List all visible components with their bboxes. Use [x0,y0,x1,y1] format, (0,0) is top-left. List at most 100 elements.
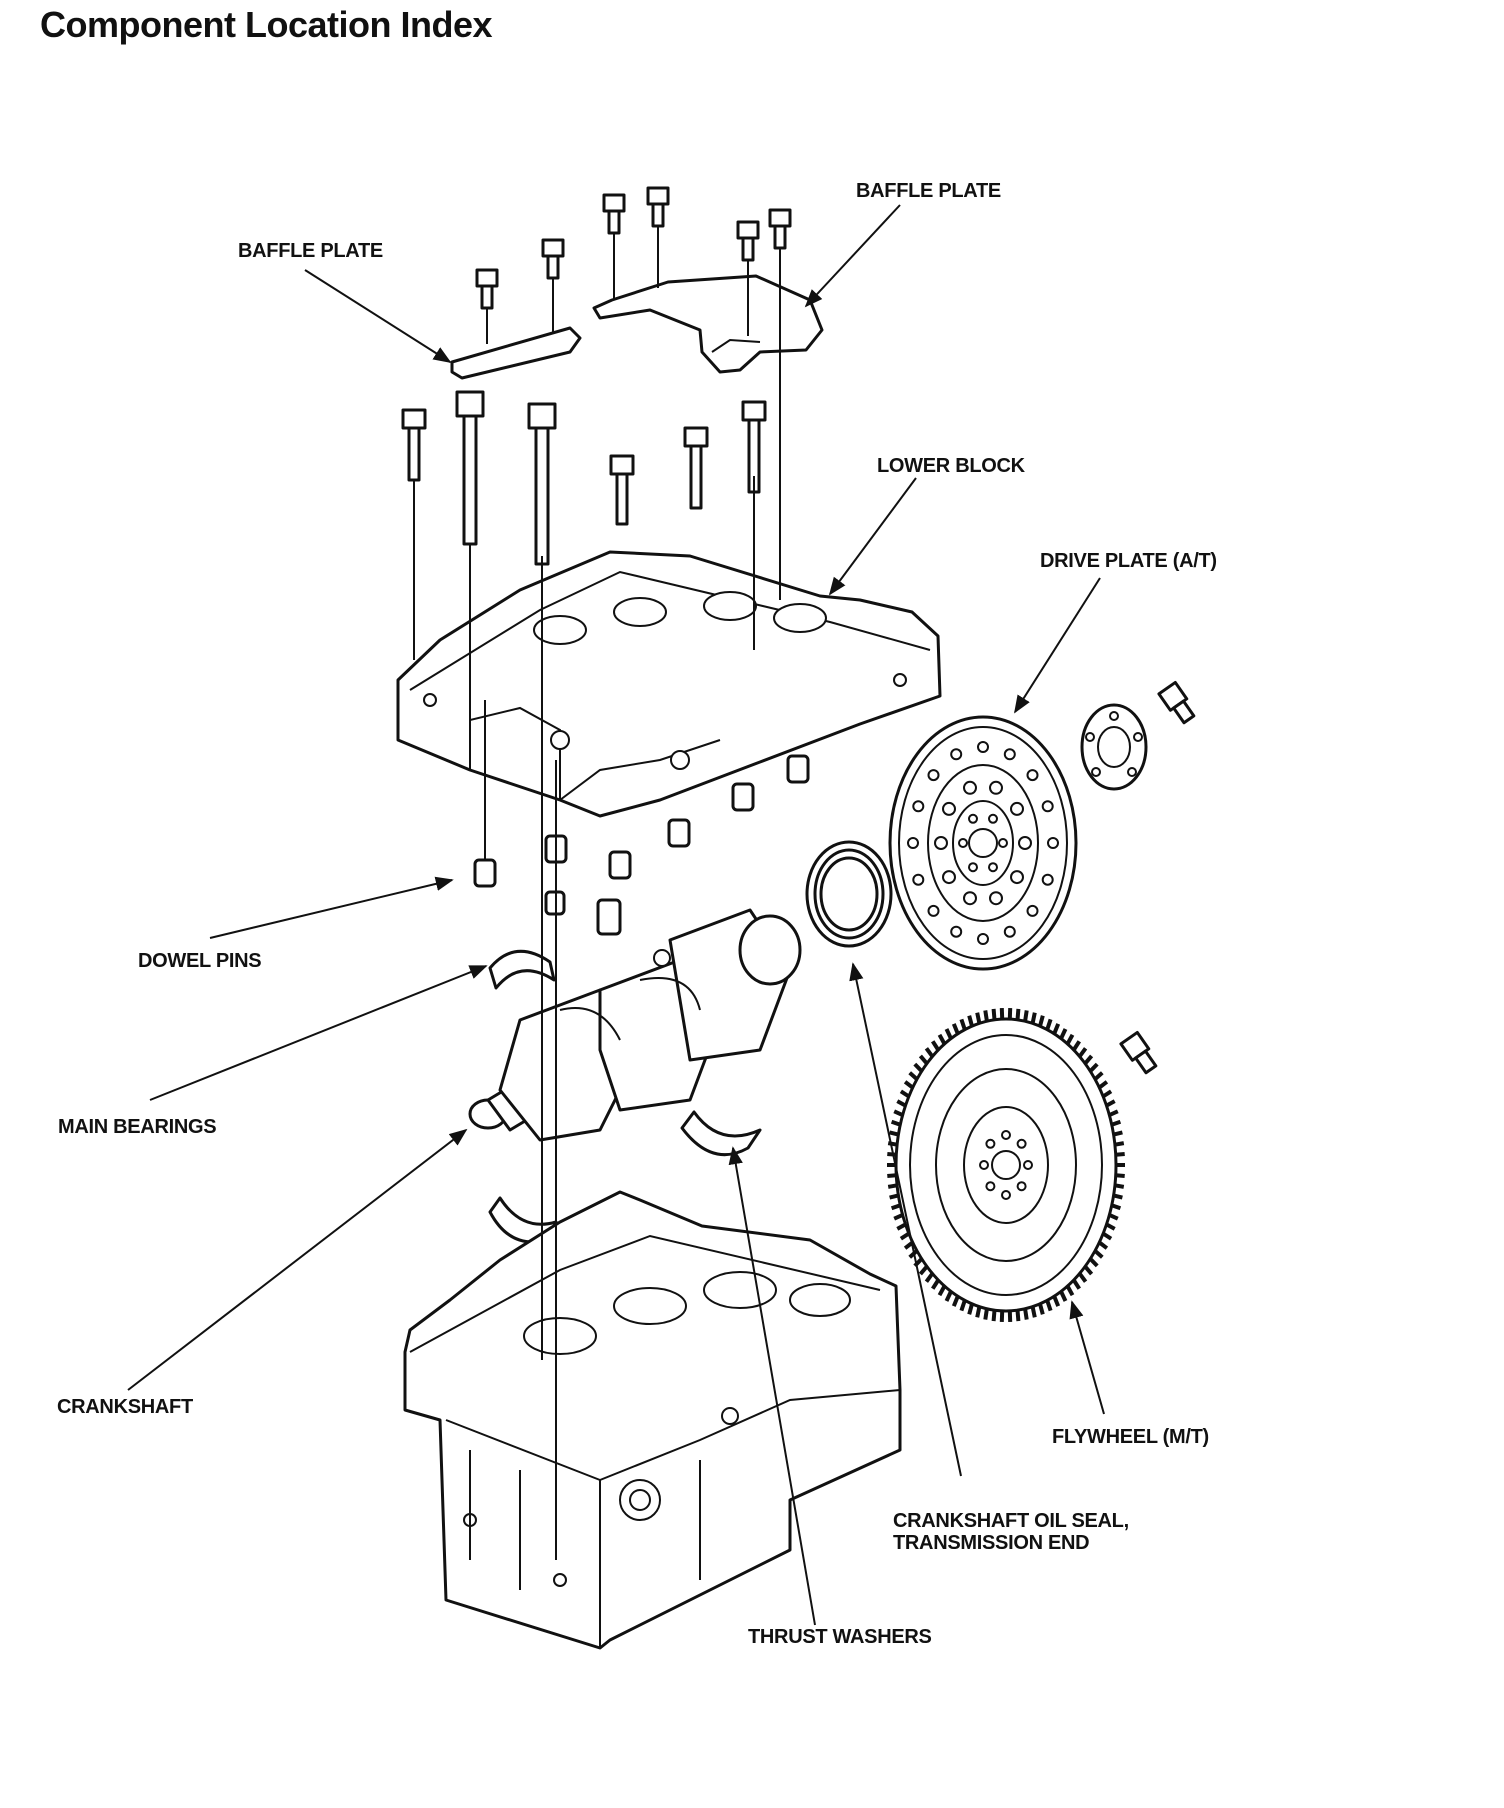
drive-plate-hole [1026,904,1039,917]
drive-plate-hole [1003,925,1016,938]
drive-plate-hole [963,780,977,795]
label-flywheel: FLYWHEEL (M/T) [1052,1426,1209,1448]
flywheel-ring-gear-tooth [1065,1033,1075,1045]
flywheel-ring-gear-tooth [1113,1193,1123,1200]
flywheel-ring-gear-tooth [937,1033,947,1045]
flywheel-ring-gear-tooth [1098,1080,1109,1090]
cylinder-block [403,1190,902,1650]
flywheel [887,1008,1125,1322]
drive-plate-hole [927,904,940,917]
flywheel-bolt-hole [1001,1130,1011,1140]
flywheel-ring-gear-tooth [1108,1213,1119,1221]
flywheel-ring-gear-tooth [1072,1040,1081,1052]
flywheel-ring-gear-tooth [893,1109,904,1117]
drive-plate-hole [927,769,940,782]
flywheel-ring-gear-tooth [1077,1272,1088,1283]
flywheel-ring-gear-tooth [1045,1299,1053,1312]
flywheel-ring-gear-tooth [1105,1222,1116,1231]
drive-plate-hole [1018,836,1032,850]
crankshaft-oil-seal [805,840,893,948]
main-bearing-upper [488,949,556,990]
flywheel-ring-gear-tooth [887,1152,897,1157]
label-thrust-washers: THRUST WASHERS [748,1626,932,1648]
flywheel-bolt-hole [1016,1138,1027,1149]
flywheel-ring-gear-tooth [967,1303,974,1315]
page-title: Component Location Index [40,4,493,45]
label-lower-block: LOWER BLOCK [877,455,1025,477]
drive-plate-hole [1026,769,1039,782]
flywheel-ring-gear-tooth [937,1285,947,1297]
flywheel-ring-gear-tooth [967,1015,974,1027]
flywheel-ring-gear-tooth [918,1265,929,1276]
drive-plate-bolt-hole [958,838,968,848]
label-drive-plate: DRIVE PLATE (A/T) [1040,550,1217,572]
flywheel-ring-gear-tooth [991,1008,997,1020]
flywheel-ring-gear-tooth [1105,1099,1116,1108]
drive-plate-hole [1010,801,1024,816]
flywheel-ring-gear-tooth [1093,1071,1104,1081]
flywheel-ring-gear-tooth [1115,1173,1125,1178]
drive-plate-bolt-hole [998,838,1008,848]
flywheel-ring-gear-tooth [896,1099,907,1108]
drive-plate [888,715,1078,971]
drive-plate-hole [942,870,956,885]
crankshaft [468,908,802,1142]
flywheel-ring-gear-tooth [1093,1249,1104,1259]
label-crankshaft: CRANKSHAFT [57,1396,193,1418]
flywheel-ring-gear-tooth [908,1071,919,1081]
drive-plate-hole [907,837,919,849]
flywheel-ring-gear-tooth [899,1231,910,1241]
flywheel-ring-gear-tooth [959,1299,967,1312]
drive-plate-hole [1041,873,1054,886]
flywheel-ring-gear-tooth [887,1141,898,1147]
drive-plate-bolt-hole [988,813,998,824]
flywheel-ring-gear-tooth [1114,1141,1125,1147]
leader-lines [127,204,1105,1626]
drive-plate-hole [934,836,948,850]
drive-plate-hole [977,933,989,945]
flywheel-ring-gear-tooth [887,1183,898,1189]
flywheel-ring-gear-tooth [944,1290,953,1302]
flywheel-ring-gear-tooth [887,1173,897,1178]
flywheel-ring-gear-tooth [1072,1278,1081,1290]
flywheel-ring-gear-tooth [924,1047,935,1058]
flywheel-ring-gear-tooth [959,1018,967,1031]
flywheel-ring-gear-tooth [1052,1295,1061,1307]
drive-plate-hole [989,891,1003,906]
label-crankshaft-oil-seal: CRANKSHAFT OIL SEAL, TRANSMISSION END [893,1510,1129,1554]
flywheel-ring-gear-tooth [931,1278,940,1290]
flywheel-ring-gear-tooth [1111,1203,1122,1211]
flywheel-bolt-hole [979,1160,989,1170]
flywheel-ring-gear-tooth [1088,1257,1099,1268]
flywheel-ring-gear-tooth [1115,1152,1125,1157]
baffle-plate-right [592,274,824,374]
label-crankshaft-oil-seal-line1: CRANKSHAFT OIL SEAL, [893,1510,1129,1532]
flywheel-ring-gear-tooth [1113,1130,1123,1137]
flywheel-ring-gear-tooth [896,1222,907,1231]
drive-plate-bolt-hole [988,862,998,873]
flywheel-ring-gear-tooth [899,1089,910,1099]
flywheel-ring-gear-tooth [1098,1240,1109,1250]
flywheel-ring-gear-tooth [1059,1028,1068,1040]
label-main-bearings: MAIN BEARINGS [58,1116,217,1138]
flywheel-ring-gear-tooth [918,1054,929,1065]
flywheel-ring-gear-tooth [1052,1023,1061,1035]
flywheel-ring-gear-tooth [975,1012,982,1024]
flywheel-ring-gear-tooth [1065,1285,1075,1297]
flywheel-ring-gear-tooth [1102,1231,1113,1241]
flywheel-ring-gear-tooth [983,1010,989,1022]
flywheel-ring-gear-tooth [893,1213,904,1221]
flywheel-ring-gear-tooth [975,1306,982,1318]
flywheel-ring-gear-tooth [1108,1109,1119,1117]
flywheel-ring-gear-tooth [1015,1310,1021,1322]
baffle-plate-left [450,326,582,380]
flywheel-ring-gear-tooth [924,1272,935,1283]
drive-plate-hole [942,801,956,816]
flywheel-ring-gear-tooth [889,1193,899,1200]
flywheel-ring-gear-tooth [1083,1265,1094,1276]
flywheel-bolt [1119,1030,1158,1075]
flywheel-ring-gear-tooth [889,1130,899,1137]
baffle-plate-bolts [475,186,792,310]
lower-block-bolts [401,390,767,566]
